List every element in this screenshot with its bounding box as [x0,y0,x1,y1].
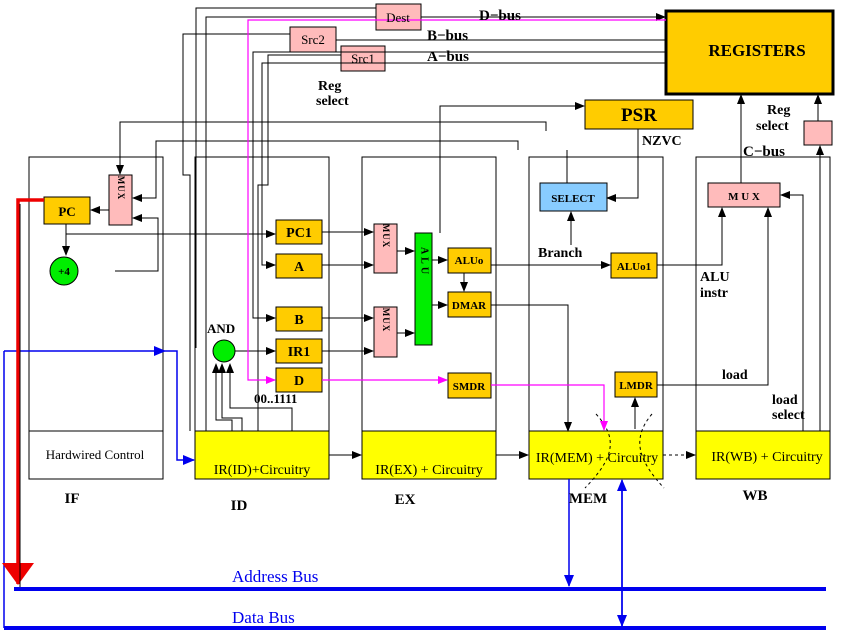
if-stage-label: IF [65,491,80,507]
aluo-register [447,247,492,274]
branch-label: Branch [538,246,583,261]
pc-label: PC [58,204,75,219]
bus-wires [3,346,826,630]
alu-unit [414,232,433,346]
id-stage-label: ID [231,498,248,514]
ex-stage-label: EX [395,492,416,508]
load-select-label-1: load [772,393,798,408]
a-register [275,253,323,279]
wb-reg-select-label-2: select [756,119,789,134]
load-label: load [722,368,748,383]
dmar-label: DMAR [452,300,487,312]
wb-ir-block [695,430,831,480]
d-label: D [294,374,304,389]
alu-instr-label-2: instr [700,286,728,301]
if-mux-label: MUX [116,176,126,201]
c-bus-label: C−bus [743,144,785,160]
ir1-label: IR1 [288,345,311,360]
alu-label: ALU [419,247,430,277]
a-bus-label: A−bus [427,49,469,65]
ex-mux-top [373,223,398,274]
b-label: B [294,313,303,328]
b-bus-label: B−bus [427,28,468,44]
select-label: SELECT [551,193,595,205]
aluo1-label: ALUo1 [617,261,651,273]
wb-mux-label: M U X [728,191,760,203]
mem-stage-label: MEM [569,491,607,507]
dest-label: Dest [386,10,410,25]
src2-label: Src2 [301,32,325,47]
wb-stage-label: WB [742,488,767,504]
nzvc-label: NZVC [642,134,682,149]
and-gate [212,339,236,363]
d-register [275,367,323,393]
wb-reg-select-box [803,120,833,146]
ex-ir-label: IR(EX) + Circuitry [375,463,482,478]
aluo-label: ALUo [455,255,484,267]
wb-reg-select-label-1: Reg [767,103,790,118]
reg-select-label-2: select [316,94,349,109]
ex-ir-block [361,430,497,480]
alu-instr-label-1: ALU [700,270,730,285]
pc-address-path [2,198,44,585]
wb-mux [707,182,781,208]
pc1-label: PC1 [286,226,312,241]
src1-label: Src1 [351,51,375,66]
address-bus-label: Address Bus [232,567,318,586]
ex-mux-top-label: MUX [381,224,391,249]
data-bus-label: Data Bus [232,608,295,627]
psr-title: PSR [621,105,657,126]
dest-register [375,3,422,31]
plus4-adder [49,256,79,286]
hardwired-control-label: Hardwired Control [46,447,145,462]
immediate-label: 00..1111 [254,391,297,406]
d-bus-label: D−bus [479,8,521,24]
a-label: A [294,260,305,275]
wb-ir-label: IR(WB) + Circuitry [711,450,822,465]
d-bus-path [247,19,666,431]
ex-mux-bottom-label: MUX [381,308,391,333]
lmdr-label: LMDR [619,380,654,392]
src1-register [340,45,386,72]
mem-ir-label: IR(MEM) + Circuitry [536,451,658,466]
datapath-wires [62,7,824,489]
reg-select-label-1: Reg [318,79,341,94]
id-ir-label: IR(ID)+Circuitry [214,463,311,478]
load-select-label-2: select [772,408,805,423]
if-control-block [28,430,164,480]
smdr-label: SMDR [453,381,486,393]
lmdr-register [614,371,658,398]
registers-block [664,9,835,96]
and-label: AND [207,321,235,336]
registers-title: REGISTERS [708,41,805,60]
ex-mux-bottom [373,306,398,358]
dmar-register [447,291,492,318]
plus4-label: +4 [58,266,70,278]
id-ir-block [194,430,330,480]
psr-block [584,99,694,130]
pc1-register [275,219,323,245]
b-register [275,306,323,332]
